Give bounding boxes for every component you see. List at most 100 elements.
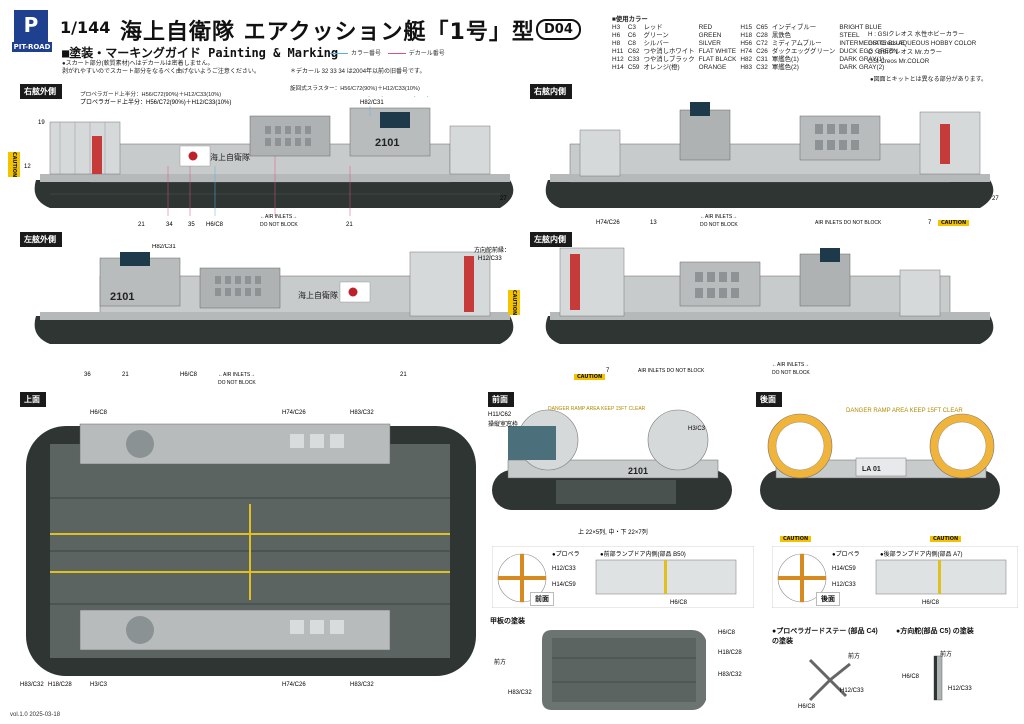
svg-text:H12/C33: H12/C33 [840,688,864,694]
section-port-outer: 左舷外側 [20,232,62,247]
svg-text:H6/C8: H6/C8 [798,704,816,710]
svg-text:←AIR INLETS→: ←AIR INLETS→ [700,214,737,220]
svg-text:H83/C32: H83/C32 [508,690,532,696]
svg-text:21: 21 [138,222,145,228]
hull-number-text: 2101 [375,137,399,149]
svg-text:DO NOT BLOCK: DO NOT BLOCK [772,370,810,376]
svg-text:H12/C33: H12/C33 [832,582,856,588]
svg-text:H82/C31: H82/C31 [152,244,176,250]
rear-detail-box: ●プロペラ H14/C59 H12/C33 ●後部ランプドア内側(部品 A7) … [772,546,1018,608]
deck-painting-diagram: H6/C8 H18/C28 H83/C32 前方 H83/C32 [494,630,742,710]
svg-text:21: 21 [400,372,407,378]
svg-text:H6/C8: H6/C8 [922,600,940,606]
page-subtitle: ■塗装・マーキングガイド Painting & Marking [62,46,339,60]
svg-text:36: 36 [84,372,91,378]
rudder-diagram: H6/C8 H12/C33 前方 [902,650,972,701]
scale-label: 1/144 [60,18,111,37]
svg-text:前方: 前方 [940,650,952,658]
decal-note: ＊デカール 32 33 34 は2004年以前の旧番号です。 [290,69,426,75]
section-front: 前面 [488,392,514,407]
section-rear: 後面 [756,392,782,407]
svg-text:方向舵前縁：: 方向舵前縁： [474,246,510,254]
kanji-name-text: 海上自衛隊 [210,152,250,162]
svg-text:プロペラガード上半分：H56/C72(90%)＋H12/C3: プロペラガード上半分：H56/C72(90%)＋H12/C33(10%) [80,98,231,106]
svg-text:H18/C28: H18/C28 [718,650,742,656]
svg-text:H6/C8: H6/C8 [718,630,736,636]
starboard-outer-diagram: 海上自衛隊 2101 19 12 21 34 35 H6/C8 ←AIR INL… [24,96,514,228]
svg-text:H6/C8: H6/C8 [180,372,198,378]
svg-text:旋回式スラスター：H56/C72(90%)＋H12/C33(: 旋回式スラスター：H56/C72(90%)＋H12/C33(10%) [290,96,429,97]
prop-guard-stay-title: ●プロペラガードステー (部品 C4)の塗装 [772,628,878,645]
svg-text:7: 7 [928,220,932,226]
section-starboard-inner: 右舷内側 [530,84,572,99]
svg-text:H3/C3: H3/C3 [688,426,706,432]
section-starboard-outer: 右舷外側 [20,84,62,99]
svg-text:21: 21 [346,222,353,228]
section-top: 上面 [20,392,46,407]
page-title: 海上自衛隊 エアクッション艇「1号」型 [120,20,535,45]
svg-text:7: 7 [606,368,610,374]
svg-text:H14/C59: H14/C59 [552,582,576,588]
svg-text:H6/C8: H6/C8 [902,674,920,680]
thruster-callout: 旋回式スラスター：H56/C72(90%)＋H12/C33(10%) [290,86,420,92]
caution-label: CAUTION [938,220,970,226]
svg-text:2101: 2101 [628,466,648,476]
caution-label: CAUTION [574,374,606,380]
svg-text:19: 19 [38,120,45,126]
diagram-note: ●図面とキットとは異なる部分があります。 [870,77,988,83]
svg-text:H83/C32: H83/C32 [350,410,374,416]
svg-text:27: 27 [500,196,507,202]
svg-text:H12/C33: H12/C33 [948,686,972,692]
svg-text:前方: 前方 [848,652,860,660]
starboard-inner-diagram: H74/C26 13 ←AIR INLETS→ DO NOT BLOCK AIR… [545,102,999,228]
svg-text:H6/C8: H6/C8 [670,600,688,606]
front-label: 前面 [530,592,554,606]
svg-text:H83/C32: H83/C32 [20,682,44,688]
svg-text:●プロペラ: ●プロペラ [552,551,580,558]
rudder-title: ●方向舵(部品 C5) の塗装 [896,628,974,635]
port-inner-diagram: AIR INLETS DO NOT BLOCK ←AIR INLETS→ DO … [545,247,994,376]
prop-guard-callout: プロペラガード上半分：H56/C72(90%)＋H12/C33(10%) [80,92,222,98]
svg-text:DO NOT BLOCK: DO NOT BLOCK [218,380,256,384]
port-outer-diagram: 2101 海上自衛隊 H82/C31 方向舵前縁： H12/C33 H6/C8 … [34,244,514,384]
svg-text:H14/C59: H14/C59 [832,566,856,572]
svg-text:H12/C33: H12/C33 [478,256,502,262]
skirt-note: ●スカート部分(軟質素材)へはデカールは密着しません。 剥がれやすいのでスカート… [62,61,260,75]
rear-label: 後面 [816,592,840,606]
svg-text:H11/C62: H11/C62 [488,412,512,418]
svg-text:H74/C26: H74/C26 [282,410,306,416]
caution-label: CAUTION [780,536,812,542]
caution-label: CAUTION [8,152,20,178]
caution-label: CAUTION [930,536,962,542]
svg-text:←AIR INLETS→: ←AIR INLETS→ [772,362,809,368]
svg-text:H83/C32: H83/C32 [350,682,374,688]
svg-text:27: 27 [992,196,999,202]
svg-text:DO NOT BLOCK: DO NOT BLOCK [700,222,738,228]
svg-text:LA 01: LA 01 [862,466,881,473]
svg-text:操縦室窓枠: 操縦室窓枠 [488,420,518,428]
front-view-diagram: 2101 DANGER RAMP AREA KEEP 15FT CLEAR H1… [488,406,732,536]
svg-text:海上自衛隊: 海上自衛隊 [298,290,338,300]
svg-text:12: 12 [24,164,31,170]
paint-brand-legend: H : GSIクレオス 水性ホビーカラー GSI Creos AQUEOUS H… [868,31,977,65]
deck-painting-title: 甲板の塗装 [490,618,525,625]
svg-text:●後部ランプドア内側(部品 A7): ●後部ランプドア内側(部品 A7) [880,550,962,558]
svg-text:DO NOT BLOCK: DO NOT BLOCK [260,222,298,228]
section-port-inner: 左舷内側 [530,232,572,247]
top-view-diagram: H6/C8 H74/C26 H83/C32 H83/C32 H18/C28 H3… [20,410,476,688]
svg-text:H83/C32: H83/C32 [718,672,742,678]
svg-text:前方: 前方 [494,658,506,666]
svg-text:H82/C31: H82/C31 [360,100,384,106]
legend: カラー番号 デカール番号 [330,48,445,57]
svg-text:上 22×5列, 中・下 22×7列: 上 22×5列, 中・下 22×7列 [578,528,648,536]
svg-text:AIR INLETS DO NOT BLOCK: AIR INLETS DO NOT BLOCK [638,368,705,374]
svg-text:H18/C28: H18/C28 [48,682,72,688]
svg-text:DANGER RAMP AREA KEEP 15FT CLE: DANGER RAMP AREA KEEP 15FT CLEAR [548,406,646,412]
